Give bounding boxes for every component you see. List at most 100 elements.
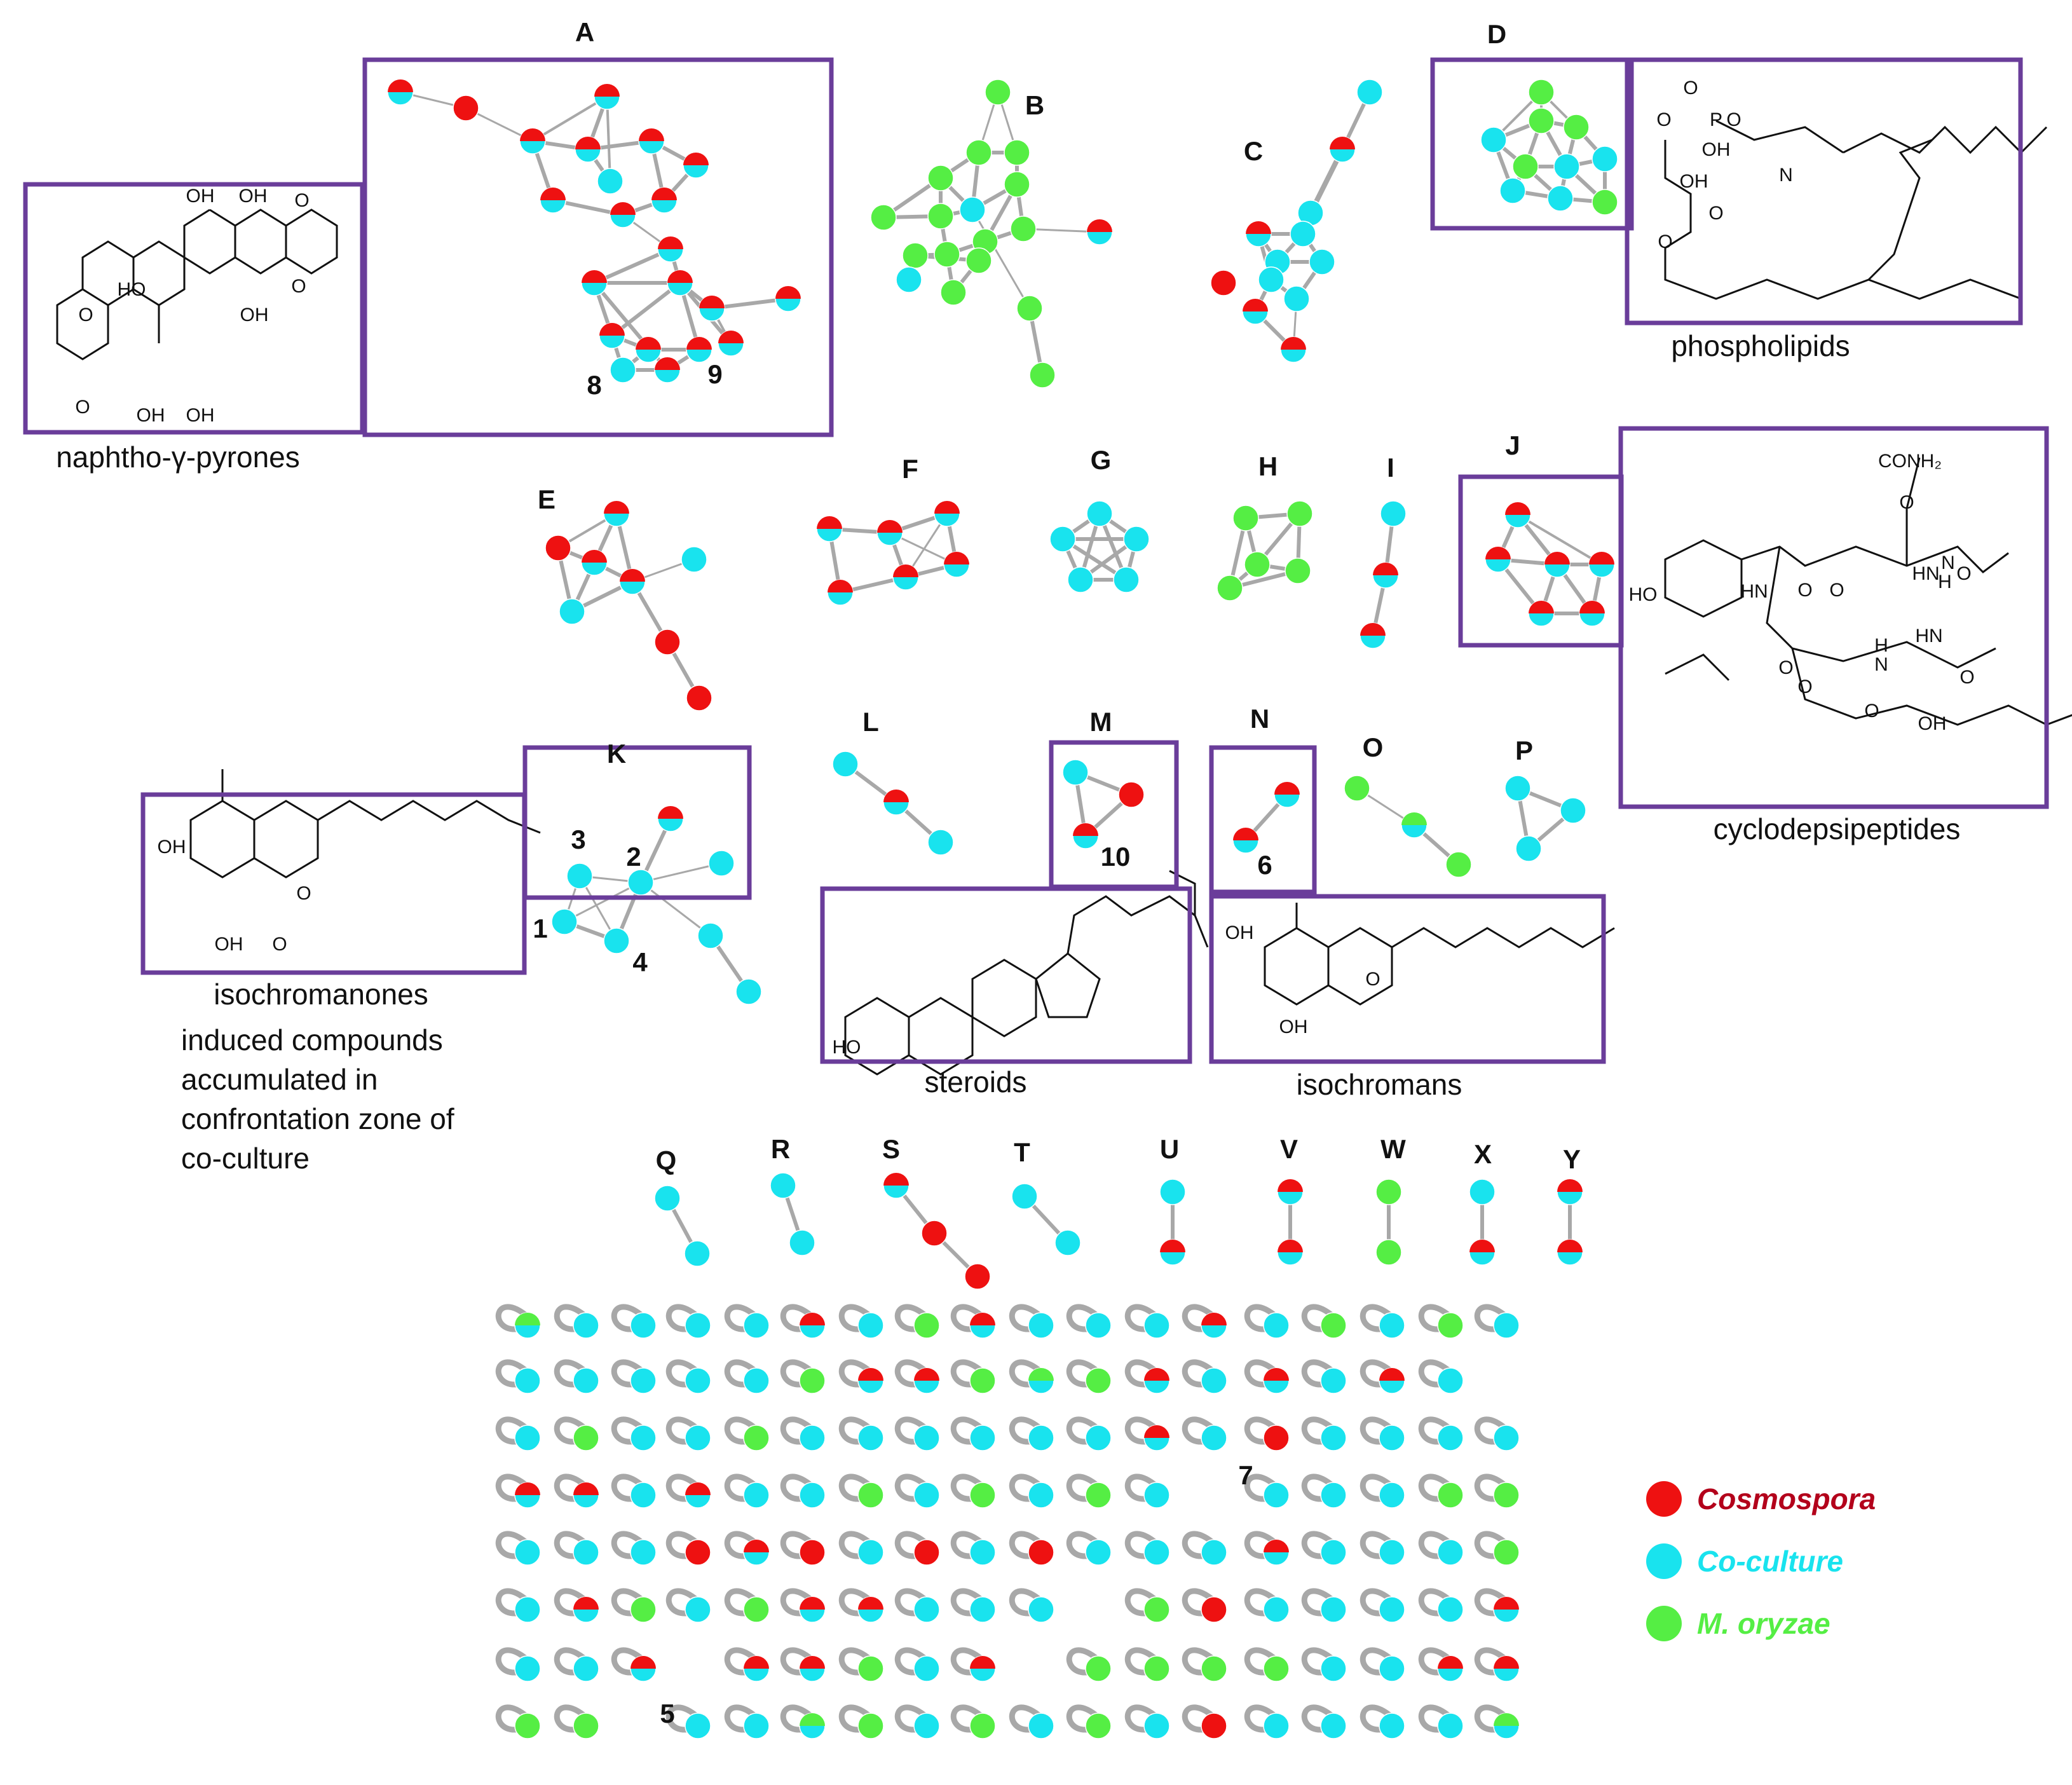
atom-label-cyclo: O [1956,563,1971,584]
legend-swatch [1646,1543,1682,1579]
feature-node [927,203,954,229]
feature-node [699,295,725,322]
self-loop-edge [838,1647,873,1676]
self-loop-edge [1066,1647,1100,1676]
atom-label-isochroman: O [1365,969,1380,990]
structure-frame [140,792,527,975]
feature-node [1379,1596,1405,1623]
cluster-label-D: D [1487,19,1506,49]
self-loop-edge [1066,1704,1100,1733]
self-loop-edge [1418,1359,1452,1388]
feature-node [610,357,636,383]
feature-node [775,285,801,312]
feature-node [1201,1367,1227,1394]
feature-node [1049,526,1076,552]
feature-node [453,95,479,121]
cyclodepsipeptide-structure [1664,457,2072,726]
self-loop-edge [1360,1704,1394,1733]
feature-node [857,1312,884,1339]
feature-node [1309,249,1335,275]
self-loop-edge [554,1416,588,1445]
feature-node [1469,1179,1496,1205]
feature-node [1011,1183,1038,1210]
feature-node [1085,1539,1112,1566]
feature-node [630,1596,657,1623]
feature-node [743,1539,770,1566]
cluster-label-U: U [1160,1134,1179,1164]
similarity-edge [611,281,681,338]
feature-node [1210,270,1237,296]
feature-node [685,1713,711,1739]
atom-label-steroid: HO [833,1037,861,1058]
atom-label-cyclo: H [1938,571,1952,592]
self-loop-edge [495,1304,529,1332]
atom-label-phospho: OH [1680,171,1708,192]
feature-node [1201,1713,1227,1739]
atom-label-phospho: O [1683,78,1698,99]
self-loop-edge [780,1531,814,1559]
feature-node [1143,1312,1170,1339]
self-loop-edge [1418,1704,1452,1733]
feature-node [638,128,665,154]
feature-node [573,1367,599,1394]
feature-node [832,751,859,777]
self-loop-edge [724,1359,758,1388]
feature-node [1086,219,1113,245]
self-loop-edge [1244,1416,1278,1445]
self-loop-edge [838,1531,873,1559]
feature-node [1143,1367,1170,1394]
atom-label-cyclo: O [1829,580,1844,601]
cluster-label-K: K [607,739,626,769]
feature-node [1010,215,1037,242]
class-captions: naphtho-γ-pyronesphospholipidscyclodepsi… [56,329,1960,1175]
caption-induced-line: co-culture [181,1142,310,1175]
self-loop-edge [950,1304,985,1332]
compound-number-2: 2 [626,842,641,872]
feature-node [1356,79,1383,106]
feature-node [1067,566,1094,593]
atom-label-phospho: O [1658,231,1672,252]
self-loop-edge [1244,1531,1278,1559]
feature-node [1085,1367,1112,1394]
compound-number-1: 1 [533,913,547,943]
cluster-label-G: G [1091,445,1112,475]
feature-node [1437,1539,1464,1566]
feature-node [619,568,646,595]
feature-node [1528,107,1555,134]
phospholipid-structure [1664,120,2048,300]
feature-node [1028,1367,1054,1394]
isochromanone-structure [189,769,541,879]
self-loop-edge [1124,1359,1159,1388]
feature-node [514,1713,541,1739]
feature-node [685,1367,711,1394]
feature-node [514,1655,541,1682]
self-loop-edge [1182,1416,1216,1445]
feature-node [1085,1425,1112,1451]
feature-node [603,500,630,527]
atom-label-naphtho: OH [186,186,215,207]
feature-node [799,1312,826,1339]
structure-frames [23,57,2049,1064]
feature-node [1242,298,1269,325]
self-loop-edge [724,1531,758,1559]
feature-node [1085,1655,1112,1682]
atom-label-isochroman: OH [1279,1016,1308,1037]
feature-node [857,1713,884,1739]
feature-node [1143,1482,1170,1508]
feature-node [857,1596,884,1623]
feature-node [969,1482,996,1508]
feature-node [1437,1425,1464,1451]
cluster-label-C: C [1244,136,1263,166]
feature-node [1320,1482,1347,1508]
self-loop-edge [780,1416,814,1445]
feature-node [1445,851,1472,878]
feature-node [603,927,630,954]
feature-node [735,978,762,1005]
cluster-label-L: L [862,707,879,737]
feature-node [684,1240,711,1267]
atom-label-cyclo: O [1899,492,1914,513]
feature-node [597,168,624,195]
feature-node [743,1482,770,1508]
atom-label-phospho: O [1708,203,1723,224]
